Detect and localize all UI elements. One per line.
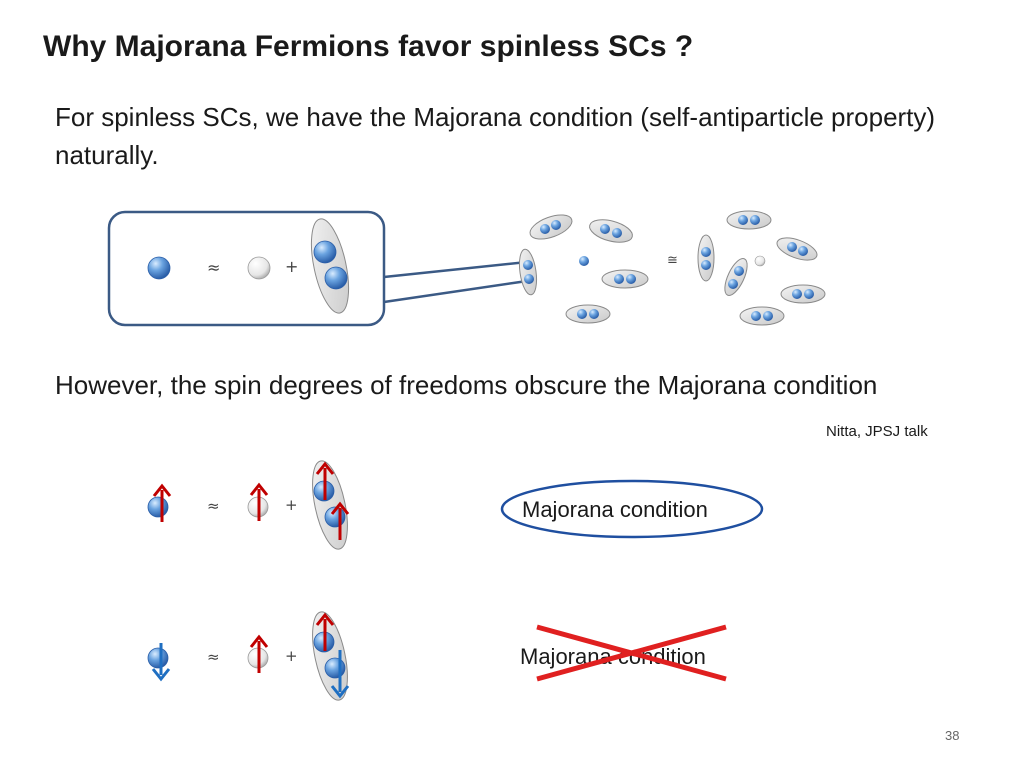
spin-up-arrow-icon [249, 482, 269, 521]
cooper-pair-icon [697, 234, 715, 282]
particle-icon [147, 647, 169, 669]
cooper-pair-icon [776, 237, 818, 261]
spin-note-text: However, the spin degrees of freedoms ob… [55, 370, 878, 400]
cooper-pair-icon [518, 248, 538, 296]
spin-down-arrow-icon [151, 643, 171, 682]
particle-icon [579, 256, 589, 266]
particle-icon [147, 256, 171, 280]
spin-up-arrow-icon [330, 501, 350, 540]
approx-symbol: ≈ [207, 258, 220, 277]
spin-up-arrow-icon [249, 634, 269, 673]
cooper-pair-icon [601, 269, 649, 289]
approx-symbol: ≈ [207, 497, 220, 515]
vacancy-icon [247, 256, 271, 280]
congruent-symbol: ≅ [667, 253, 678, 268]
spin-mixed-row: ≈ + [147, 611, 350, 701]
credit-note: Nitta, JPSJ talk [826, 423, 928, 440]
cooper-pair-icon [529, 214, 573, 240]
particle-icon [324, 266, 348, 290]
cooper-pair-icon [780, 284, 826, 304]
particle-icon [147, 496, 169, 518]
slide-title: Why Majorana Fermions favor spinless SCs… [43, 30, 694, 63]
plus-symbol: + [285, 257, 298, 276]
callout-box: ≈ + [107, 210, 529, 327]
spin-up-arrow-icon [315, 612, 335, 651]
cooper-pair-icon [726, 210, 772, 230]
spin-up-arrow-icon [152, 483, 172, 522]
particle-icon [313, 240, 337, 264]
cooper-pair-icon [724, 258, 748, 296]
spin-up-row: ≈ + [147, 460, 350, 550]
callout-pointer [383, 260, 529, 304]
spin-up-arrow-icon [315, 461, 335, 500]
particle-icon [324, 657, 346, 679]
majorana-condition-label: Majorana condition [522, 497, 708, 522]
plus-symbol: + [285, 647, 298, 665]
vacancy-icon [754, 255, 766, 267]
condition-highlight-ellipse [500, 479, 764, 539]
cooper-pair-icon [589, 219, 633, 243]
cooper-pair-icon [739, 306, 785, 326]
approx-symbol: ≈ [207, 648, 220, 666]
cooper-pair-icon [565, 304, 611, 324]
cross-out-icon [536, 624, 727, 682]
cooper-pair-sea: ≅ [518, 210, 826, 326]
page-number: 38 [945, 728, 960, 743]
plus-symbol: + [285, 496, 298, 514]
spin-down-arrow-icon [330, 650, 350, 699]
intro-text: For spinless SCs, we have the Majorana c… [55, 102, 936, 170]
